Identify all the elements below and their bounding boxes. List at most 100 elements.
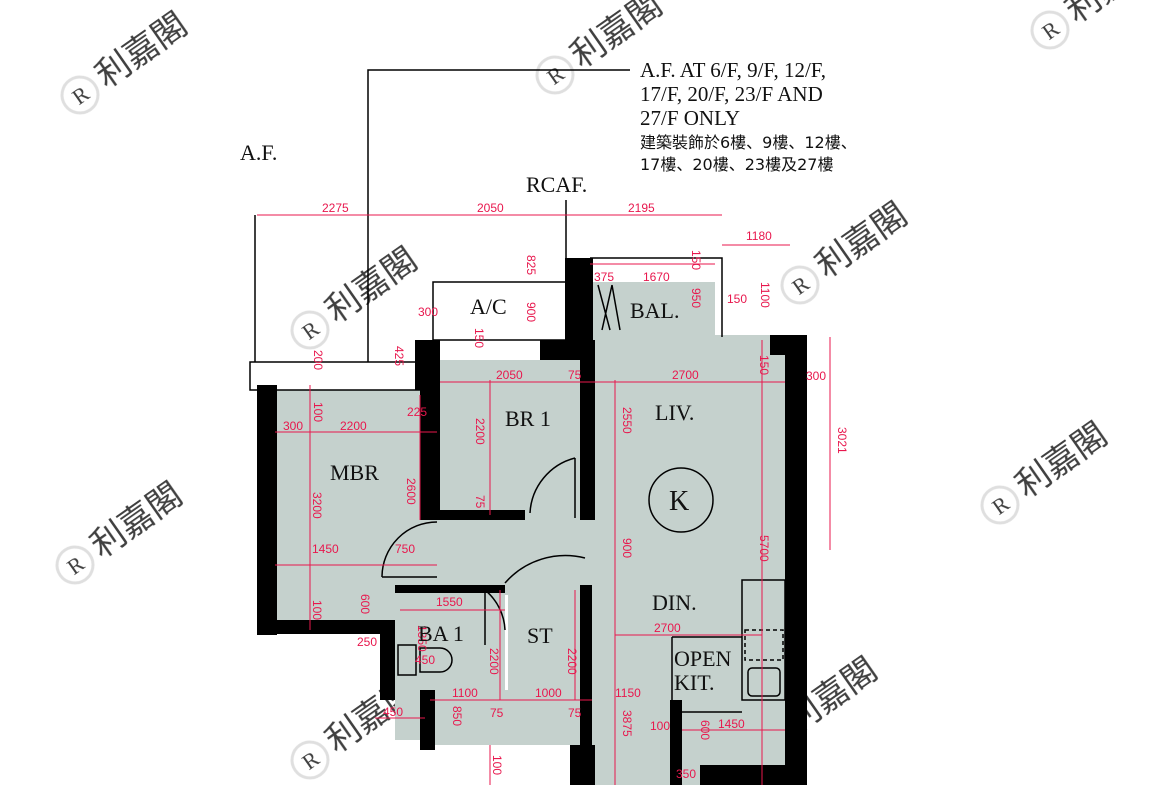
af-ledge bbox=[249, 361, 426, 391]
st-label: ST bbox=[527, 623, 553, 648]
dim-label: 2200 bbox=[487, 648, 501, 675]
af-note-en: A.F. AT 6/F, 9/F, 12/F, 17/F, 20/F, 23/F… bbox=[640, 58, 940, 130]
dim-label: 150 bbox=[472, 328, 486, 348]
balcony-rail bbox=[590, 257, 723, 337]
svg-text:利嘉閣: 利嘉閣 bbox=[1009, 416, 1114, 506]
dim-label: 750 bbox=[395, 542, 415, 556]
dim-label: 75 bbox=[473, 495, 487, 509]
wall bbox=[785, 335, 807, 785]
svg-text:利嘉閣: 利嘉閣 bbox=[319, 241, 424, 331]
bal-door bbox=[597, 284, 621, 331]
wall bbox=[420, 340, 440, 520]
dim-label: 900 bbox=[524, 302, 538, 322]
wall bbox=[420, 690, 435, 750]
af-note-leader bbox=[367, 69, 630, 362]
floor-areas bbox=[275, 282, 785, 785]
af-note-line: A.F. AT 6/F, 9/F, 12/F, bbox=[640, 58, 827, 82]
wall bbox=[770, 335, 807, 355]
wall bbox=[570, 745, 595, 785]
br1-floor bbox=[440, 360, 590, 515]
dim-label: 1100 bbox=[452, 686, 478, 700]
dim-label: 1100 bbox=[758, 282, 772, 308]
door-swing bbox=[529, 457, 576, 518]
svg-text:R: R bbox=[1037, 16, 1064, 45]
ba1-label: BA 1 bbox=[418, 621, 464, 646]
din-label: DIN. bbox=[652, 590, 697, 615]
dim-label: 225 bbox=[407, 405, 427, 419]
dim-label: 250 bbox=[357, 635, 377, 649]
wall bbox=[257, 385, 277, 635]
svg-text:R: R bbox=[62, 551, 89, 580]
dim-label: 150 bbox=[727, 292, 747, 306]
dim-label: 100 bbox=[310, 600, 324, 620]
wall bbox=[670, 700, 682, 785]
ac-platform bbox=[432, 281, 569, 341]
dim-label: 450 bbox=[415, 653, 435, 667]
dim-label: 3875 bbox=[620, 710, 634, 737]
walls bbox=[257, 258, 807, 785]
door-swing bbox=[504, 554, 586, 584]
dim-label: 3021 bbox=[835, 427, 849, 454]
dim-label: 5700 bbox=[757, 535, 771, 562]
outlines bbox=[249, 69, 786, 713]
wall bbox=[580, 340, 595, 520]
dim-label: 150 bbox=[757, 355, 771, 375]
af-note-zh: 建築裝飾於6樓、9樓、12樓、 17樓、20樓、23樓及27樓 bbox=[640, 132, 940, 176]
af-note-line: 27/F ONLY bbox=[640, 106, 740, 130]
dim-label: 850 bbox=[450, 706, 464, 726]
svg-text:R: R bbox=[542, 61, 569, 90]
dim-label: 350 bbox=[676, 767, 696, 781]
kitchen-hob bbox=[744, 629, 784, 661]
kitchen-counter bbox=[741, 579, 786, 701]
svg-text:R: R bbox=[787, 271, 814, 300]
dim-label: 425 bbox=[392, 346, 406, 366]
dim-label: 2200 bbox=[473, 418, 487, 445]
dim-label: 600 bbox=[358, 594, 372, 614]
svg-text:利嘉閣: 利嘉閣 bbox=[809, 196, 914, 286]
kit-label: KIT. bbox=[674, 670, 715, 695]
af-note-line: 建築裝飾於6樓、9樓、12樓、 bbox=[640, 133, 857, 152]
room-labels: A.F. RCAF. A/C BAL. BR 1 LIV. MBR K DIN.… bbox=[240, 140, 732, 695]
dim-label: 2200 bbox=[565, 648, 579, 675]
wall bbox=[380, 620, 395, 700]
door-swing bbox=[484, 589, 506, 645]
wash-basin bbox=[397, 644, 417, 676]
dim-label: 1350 bbox=[415, 625, 429, 652]
dim-label: 1450 bbox=[312, 542, 339, 556]
dim-label: 300 bbox=[806, 369, 826, 383]
wall bbox=[440, 510, 525, 520]
dim-label: 450 bbox=[383, 705, 403, 719]
dim-label: 2275 bbox=[322, 201, 349, 215]
kitchen-sink bbox=[747, 667, 781, 697]
liv-label: LIV. bbox=[655, 400, 694, 425]
af-label: A.F. bbox=[240, 140, 277, 165]
dim-label: 825 bbox=[524, 255, 538, 275]
ac-label: A/C bbox=[470, 294, 507, 319]
liv-floor bbox=[590, 335, 785, 785]
svg-text:R: R bbox=[297, 746, 324, 775]
dim-label: 600 bbox=[698, 720, 712, 740]
dim-label: 100 bbox=[650, 719, 670, 733]
wall bbox=[257, 620, 387, 634]
svg-text:利嘉閣: 利嘉閣 bbox=[1059, 0, 1164, 30]
open-label: OPEN bbox=[674, 646, 732, 671]
mbr-label: MBR bbox=[330, 460, 379, 485]
door-swing bbox=[381, 521, 438, 578]
toilet bbox=[419, 647, 453, 673]
k-circle bbox=[648, 467, 714, 533]
dim-label: 1180 bbox=[746, 229, 772, 243]
dim-label: 2550 bbox=[620, 407, 634, 434]
dim-label: 150 bbox=[689, 250, 703, 270]
af-note-line: 17樓、20樓、23樓及27樓 bbox=[640, 155, 834, 174]
svg-text:利嘉閣: 利嘉閣 bbox=[84, 476, 189, 566]
dim-label: 3200 bbox=[310, 492, 324, 519]
dim-label: 900 bbox=[620, 538, 634, 558]
dim-label: 1150 bbox=[615, 686, 641, 700]
svg-text:R: R bbox=[67, 81, 94, 110]
